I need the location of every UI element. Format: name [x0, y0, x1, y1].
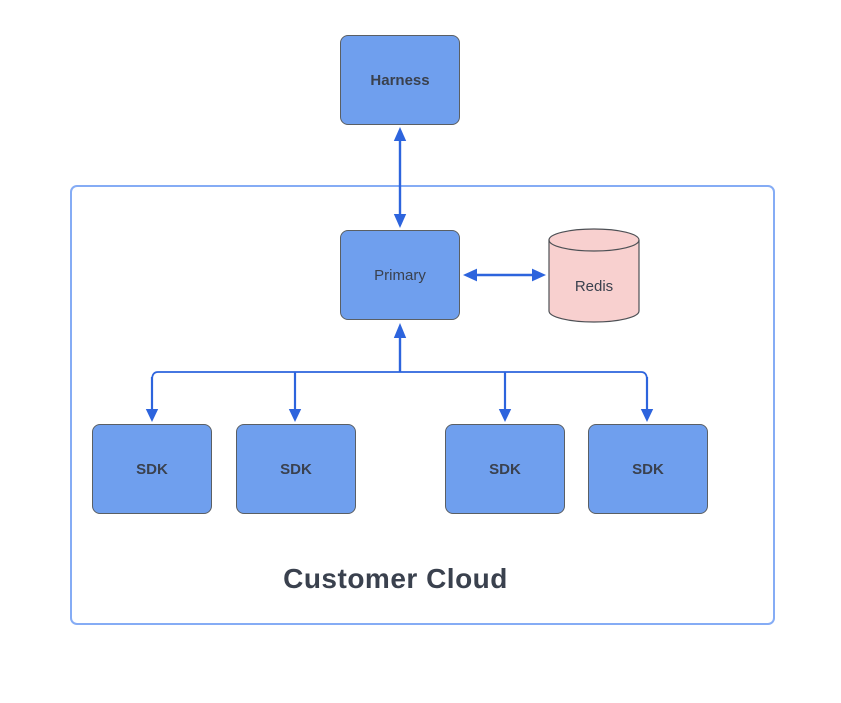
- sdk-node-2: SDK: [236, 424, 356, 514]
- sdk-label-4: SDK: [632, 460, 664, 478]
- customer-cloud-label: Customer Cloud: [283, 563, 508, 594]
- harness-label: Harness: [370, 71, 430, 89]
- harness-node: Harness: [340, 35, 460, 125]
- sdk-label-1: SDK: [136, 460, 168, 478]
- sdk-label-3: SDK: [489, 460, 521, 478]
- sdk-node-4: SDK: [588, 424, 708, 514]
- sdk-label-2: SDK: [280, 460, 312, 478]
- sdk-node-1: SDK: [92, 424, 212, 514]
- primary-label: Primary: [374, 266, 426, 284]
- cylinder-shape-icon: [548, 228, 640, 323]
- redis-label: Redis: [574, 278, 614, 295]
- redis-cylinder: Redis: [548, 228, 640, 323]
- sdk-node-3: SDK: [445, 424, 565, 514]
- customer-cloud-container: Customer Cloud: [70, 185, 775, 625]
- primary-node: Primary: [340, 230, 460, 320]
